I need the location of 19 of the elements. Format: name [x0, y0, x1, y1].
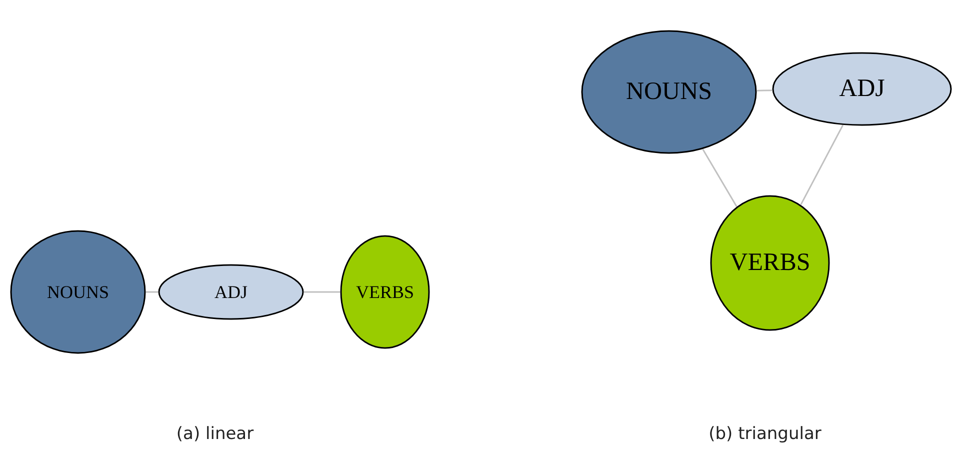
node-label: VERBS — [730, 249, 810, 277]
connector-line — [800, 124, 844, 206]
connector-line — [146, 291, 158, 293]
connector-line — [702, 148, 738, 207]
node-label: ADJ — [214, 282, 248, 302]
node-label: NOUNS — [46, 282, 109, 302]
ellipse-node — [340, 235, 430, 349]
ellipse-node — [581, 30, 757, 154]
node-label: ADJ — [839, 75, 885, 103]
ellipse-node — [10, 230, 146, 354]
ellipse-node — [772, 52, 952, 126]
node-label: NOUNS — [626, 78, 712, 106]
subfigure-caption: (b) triangular — [708, 424, 822, 444]
ellipse-node — [710, 195, 830, 331]
connector-line — [756, 90, 772, 92]
node-label: VERBS — [356, 282, 414, 302]
ellipse-node — [158, 264, 304, 320]
connector-line — [304, 291, 340, 293]
subfigure-caption: (a) linear — [175, 424, 255, 444]
